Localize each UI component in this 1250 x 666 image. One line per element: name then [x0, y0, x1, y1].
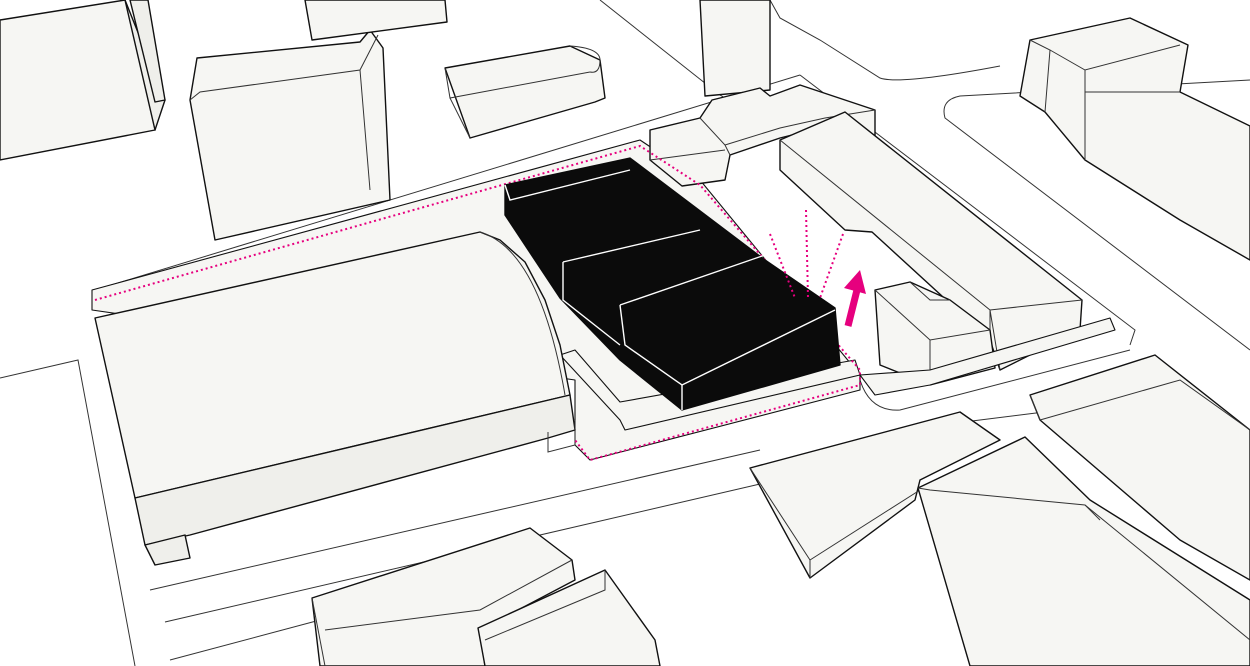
road-edge-left-vertical — [0, 359, 136, 666]
direction-arrow-icon — [844, 270, 866, 327]
road-edge-sidewalk — [859, 349, 1131, 411]
context-building — [477, 569, 661, 666]
context-building — [1029, 354, 1250, 581]
context-building — [749, 411, 1001, 579]
context-buildings-foreground — [311, 354, 1250, 666]
context-building — [0, 0, 166, 161]
road-edge-long-diagonal — [149, 449, 761, 591]
road-edge-street-upper — [94, 74, 801, 291]
context-buildings-top — [0, 0, 1250, 261]
site-boundary — [94, 144, 861, 462]
vaulted-building — [94, 231, 576, 566]
road-edge-lower-left — [169, 619, 321, 661]
road-edge-street-right — [799, 74, 1136, 346]
context-building — [1019, 17, 1250, 261]
context-building — [649, 84, 876, 187]
context-building — [444, 45, 606, 139]
context-building — [874, 281, 996, 386]
context-building — [189, 29, 391, 241]
context-buildings-east — [649, 84, 1116, 396]
context-building — [304, 0, 448, 41]
proposed-building — [504, 157, 841, 411]
context-building — [699, 0, 771, 97]
view-rays — [769, 209, 844, 299]
road-edge-right-curve — [943, 79, 1250, 351]
context-building — [917, 436, 1250, 666]
road-edge-upper-right — [769, 0, 1001, 81]
